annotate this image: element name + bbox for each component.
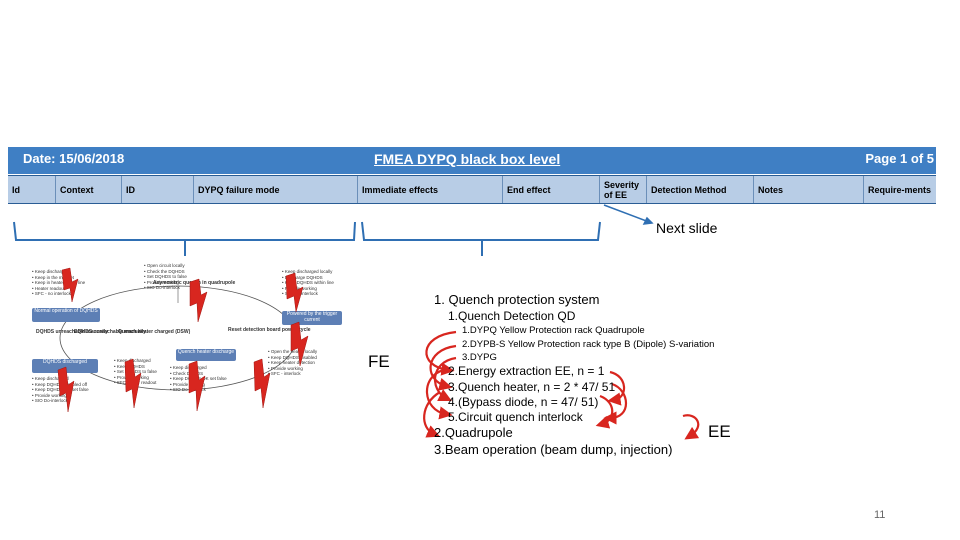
column-header: Notes: [753, 176, 863, 203]
item-circuit-quench-interlock: 5.Circuit quench interlock: [448, 410, 583, 424]
table-date: Date: 15/06/2018: [23, 151, 125, 166]
column-header: Severity of EE: [599, 176, 646, 203]
lightning-icon: [124, 358, 142, 409]
table-title-bar: Date: 15/06/2018 FMEA DYPQ black box lev…: [8, 147, 936, 174]
column-header: Id: [12, 184, 20, 195]
item-dypg: 3.DYPG: [462, 352, 497, 363]
box-normal: Normal operation of DQHDS: [32, 308, 100, 322]
mid-left-a: DQHDS unreachable manually: [36, 329, 108, 335]
left-bracket: [13, 221, 356, 256]
mid-center: Quench heater charged (DSW): [118, 329, 191, 335]
item-quadrupole: 2.Quadrupole: [434, 425, 513, 440]
next-slide-label: Next slide: [656, 220, 718, 236]
fe-label: FE: [368, 352, 390, 371]
column-header: Context: [55, 176, 121, 203]
mid-right: Reset detection board power cycle: [228, 327, 311, 333]
column-header: End effect: [502, 176, 599, 203]
next-slide-arrow: [603, 204, 650, 223]
column-header: ID: [121, 176, 193, 203]
lightning-icon: [188, 360, 206, 412]
mid-left-b: DQHDS unreachable manually: [74, 329, 146, 335]
column-header: Immediate effects: [357, 176, 502, 203]
fe-arrow-4: [425, 368, 453, 420]
fe-arrow-1: [425, 330, 457, 376]
fmea-table: Date: 15/06/2018 FMEA DYPQ black box lev…: [8, 147, 936, 204]
column-header: Require-ments: [863, 176, 936, 203]
right-bracket: [361, 221, 601, 256]
list-arrow-1: [607, 370, 626, 406]
lightning-icon: [61, 267, 79, 303]
lightning-icon: [290, 321, 309, 367]
item-quench-heater: 3.Quench heater, n = 2 * 47/ 51: [448, 380, 616, 394]
fe-arrow-5: [423, 391, 441, 438]
item-dypq: 1.DYPQ Yellow Protection rack Quadrupole: [462, 325, 645, 336]
item-dypb: 2.DYPB-S Yellow Protection rack type B (…: [462, 339, 715, 350]
table-page: Page 1 of 5: [865, 151, 934, 166]
item-bypass-diode: 4.(Bypass diode, n = 47/ 51): [448, 395, 599, 409]
ee-label: EE: [708, 422, 731, 441]
item-beam-operation: 3.Beam operation (beam dump, injection): [434, 442, 673, 457]
box-quench: Quench heater discharge: [176, 349, 236, 361]
table-header-row: Id Context ID DYPQ failure mode Immediat…: [8, 175, 936, 204]
page-number: 11: [874, 509, 886, 521]
lightning-icon: [189, 278, 208, 323]
table-title: FMEA DYPQ black box level: [374, 151, 561, 167]
ee-arrow: [682, 414, 700, 440]
list-arrow-2: [603, 382, 627, 425]
lightning-icon: [285, 272, 304, 313]
top-center-list: • Open circuit locally • Check the DQHDS…: [144, 263, 187, 290]
column-header: Detection Method: [646, 176, 753, 203]
lightning-icon: [57, 366, 75, 413]
lightning-icon: [253, 358, 271, 409]
box-powered: Powered by the trigger current: [282, 311, 342, 325]
item-quench-protection-system: 1. Quench protection system: [434, 292, 600, 307]
far-right-list: • Open the heater locally • Keep DQHDS d…: [268, 349, 318, 376]
fe-arrow-2: [429, 344, 457, 391]
column-header: DYPQ failure mode: [193, 176, 357, 203]
item-energy-extraction: 2.Energy extraction EE, n = 1: [448, 364, 605, 378]
box-discharge: DQHDS discharged: [32, 359, 98, 373]
list-arrow-3: [595, 394, 614, 429]
fe-arrow-3: [433, 356, 457, 401]
item-quench-detection: 1.Quench Detection QD: [448, 309, 576, 323]
next-slide-arrowhead: [642, 216, 654, 225]
